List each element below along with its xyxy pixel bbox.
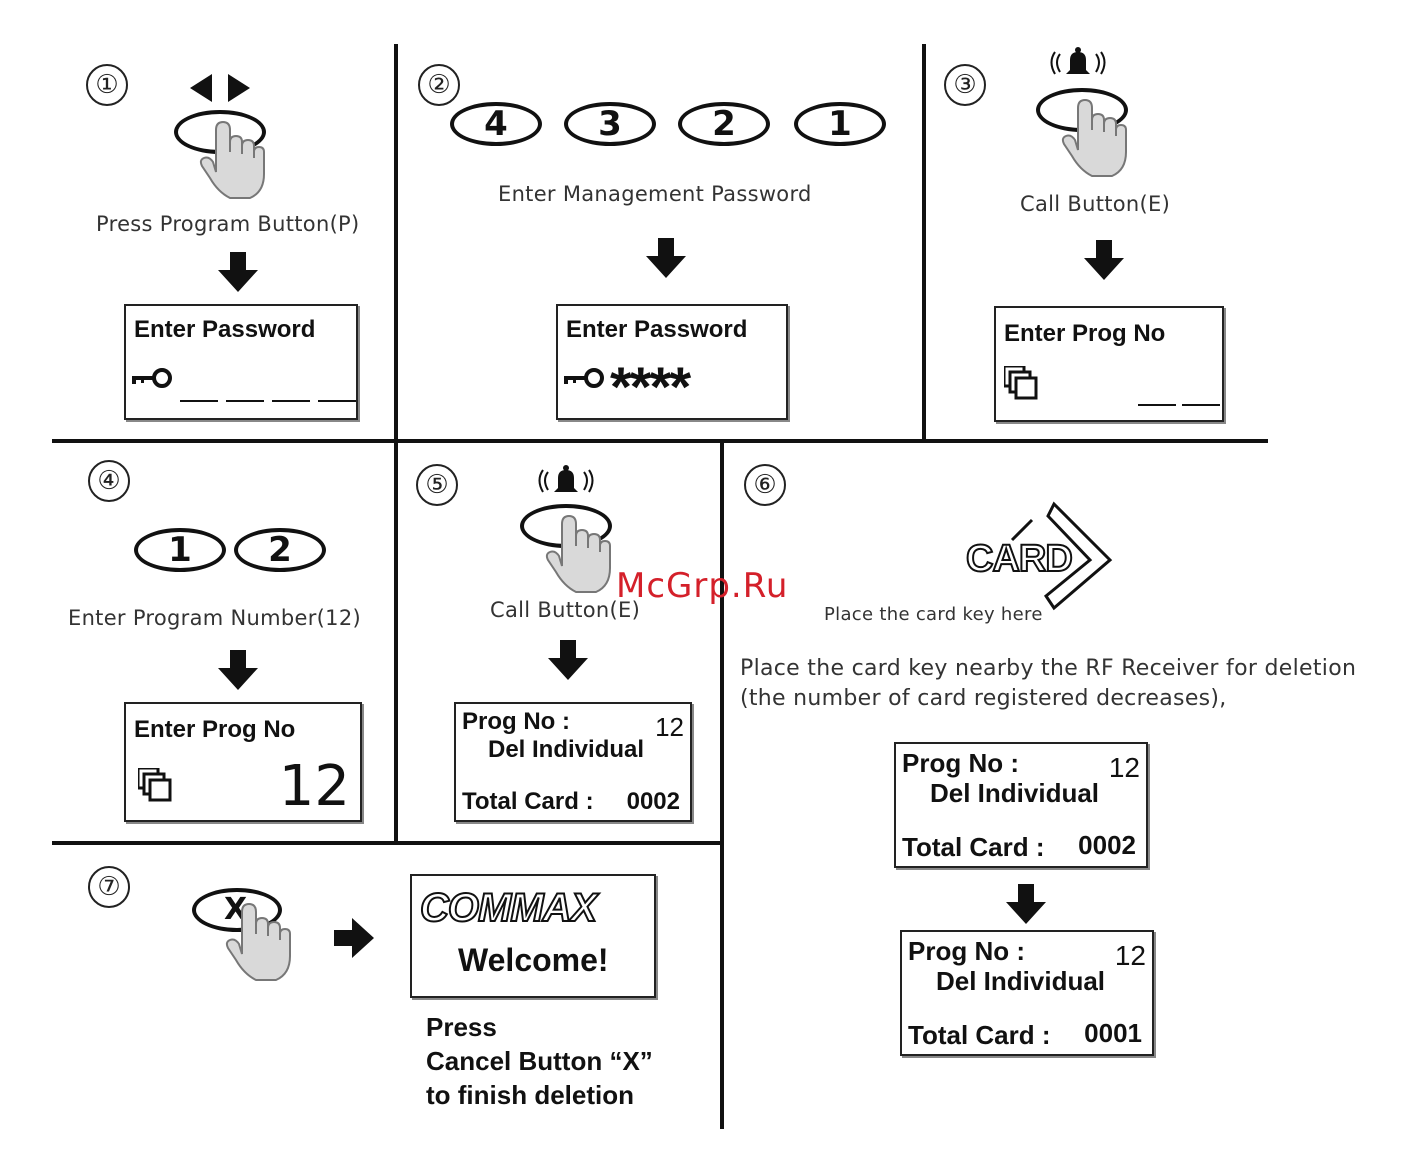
card-caption: Place the card key here [824,604,1043,625]
lcd-prog-value: 12 [1114,940,1146,971]
step7-instruction-line1: Press [426,1012,497,1042]
hand-pointer-icon [545,515,611,593]
lcd-mode: Del Individual [488,736,645,763]
keypad-key-4[interactable]: 4 [450,102,542,146]
prog-no-blanks [1138,404,1220,406]
step5-caption: Call Button(E) [490,598,641,622]
divider-v1 [394,44,398,444]
keypad-key-2[interactable]: 2 [678,102,770,146]
divider-h1 [52,439,1268,443]
bell-icon [538,464,594,493]
lcd-welcome: COMMAX Welcome! [410,874,656,998]
lcd-total-label: Total Card : [908,1020,1051,1050]
lcd-title: Enter Password [566,316,748,343]
hand-pointer-icon [199,121,265,199]
step4-caption: Enter Program Number(12) [68,606,361,630]
step1-caption: Press Program Button(P) [96,212,360,236]
step-number-1: ① [86,64,128,106]
lcd-mode: Del Individual [936,966,1106,996]
lcd-prog-label: Prog No : [908,936,1025,966]
lcd-del-individual-after: Prog No : 12 Del Individual Total Card :… [900,930,1154,1056]
down-arrow-icon [548,640,588,680]
lcd-mode: Del Individual [930,778,1100,808]
cards-icon [138,768,172,802]
lcd-title: Enter Prog No [1004,320,1166,347]
step2-caption: Enter Management Password [498,182,812,206]
down-arrow-icon [218,252,258,292]
step6-description-line1: Place the card key nearby the RF Receive… [740,656,1357,681]
lcd-prog-value: 12 [278,754,350,819]
cards-icon [1004,366,1038,400]
lcd-total-value: 0001 [1084,1018,1142,1048]
welcome-text: Welcome! [458,942,609,978]
divider-v2 [922,44,926,442]
divider-h2 [52,841,724,845]
step-number-4: ④ [88,460,130,502]
keypad-key-2[interactable]: 2 [234,528,326,572]
lcd-enter-prog-no-1: Enter Prog No [994,306,1224,422]
lcd-prog-label: Prog No : [462,708,570,735]
key-icon [132,368,172,388]
divider-v3 [394,443,398,843]
step3-caption: Call Button(E) [1020,192,1171,216]
left-right-arrows-icon [190,74,250,102]
lcd-total-label: Total Card : [462,788,594,815]
step7-instruction-line2: Cancel Button “X” [426,1046,653,1076]
lcd-del-individual-1: Prog No : 12 Del Individual Total Card :… [454,702,692,822]
step-number-2: ② [418,64,460,106]
step7-instruction-line3: to finish deletion [426,1080,634,1110]
step-number-3: ③ [944,64,986,106]
commax-logo: COMMAX [419,885,598,931]
card-label: CARD [965,537,1074,581]
step-number-7: ⑦ [88,866,130,908]
lcd-prog-value: 12 [655,712,684,742]
password-blanks [180,400,356,402]
down-arrow-icon [1084,240,1124,280]
bell-icon [1050,46,1106,75]
hand-pointer-icon [1061,99,1127,177]
lcd-prog-label: Prog No : [902,748,1019,778]
step-number-5: ⑤ [416,464,458,506]
lcd-total-value: 0002 [626,788,680,815]
step6-description-line2: (the number of card registered decreases… [740,686,1227,711]
hand-pointer-icon [225,903,291,981]
lcd-title: Enter Password [134,316,316,343]
card-reader-icon [1010,501,1113,611]
lcd-prog-value: 12 [1108,752,1140,783]
lcd-enter-prog-no-2: Enter Prog No 12 [124,702,362,822]
keypad-key-1[interactable]: 1 [794,102,886,146]
down-arrow-icon [646,238,686,278]
step-number-6: ⑥ [744,464,786,506]
keypad-key-1[interactable]: 1 [134,528,226,572]
lcd-del-individual-before: Prog No : 12 Del Individual Total Card :… [894,742,1148,868]
right-arrow-icon [334,918,374,958]
lcd-total-label: Total Card : [902,832,1045,862]
down-arrow-icon [218,650,258,690]
divider-v4 [720,443,724,1129]
keypad-key-3[interactable]: 3 [564,102,656,146]
lcd-total-value: 0002 [1078,830,1136,860]
lcd-enter-password-1: Enter Password [124,304,358,420]
masked-password: **** [610,355,691,418]
lcd-title: Enter Prog No [134,716,296,743]
watermark: McGrp.Ru [616,566,789,606]
key-icon [564,368,604,388]
down-arrow-icon [1006,884,1046,924]
lcd-enter-password-2: Enter Password **** [556,304,788,420]
